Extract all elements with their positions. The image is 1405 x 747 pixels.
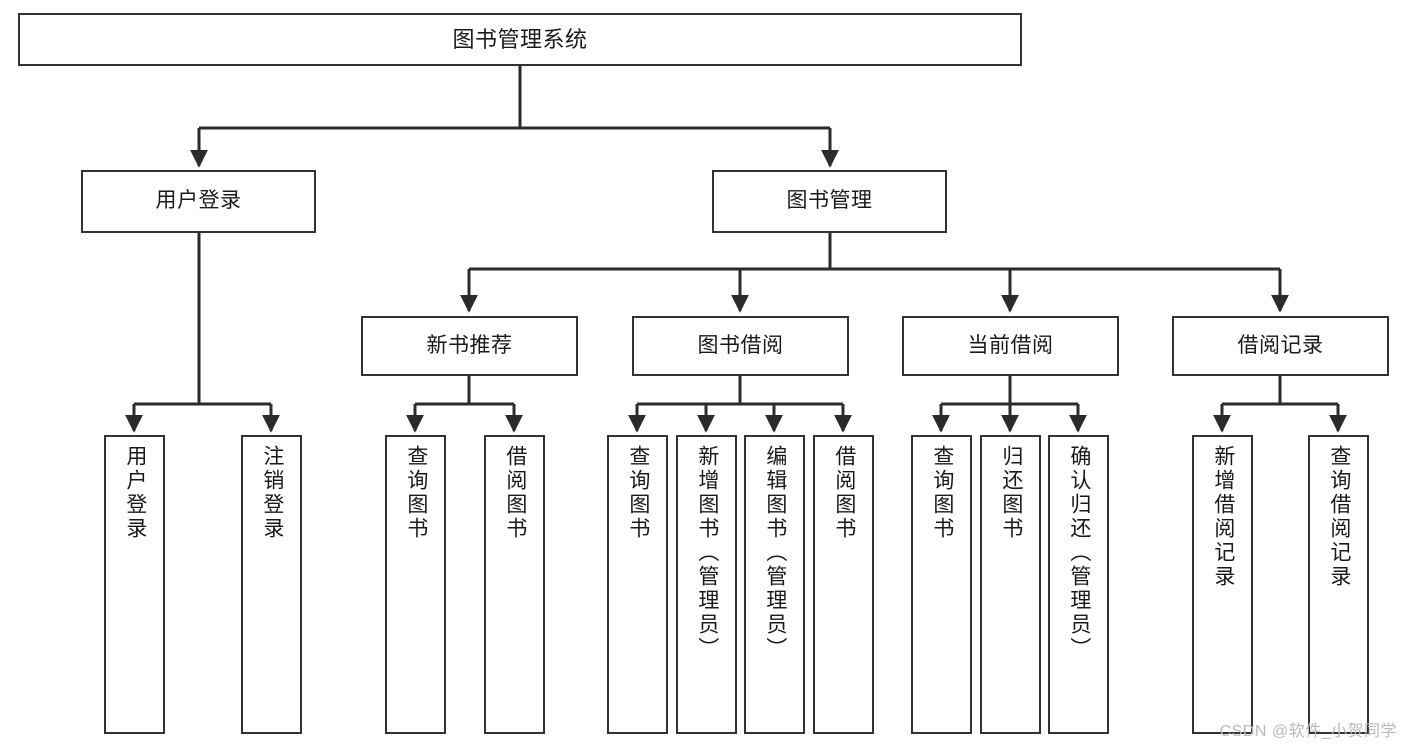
node-leaf-confirm-return[interactable]: 确认归还（管理员） (1048, 435, 1109, 734)
node-root-system[interactable]: 图书管理系统 (18, 13, 1022, 66)
node-leaf-query-book-2[interactable]: 查询图书 (607, 435, 668, 734)
node-label: 查询图书 (626, 445, 650, 541)
node-label: 图书借阅 (697, 333, 784, 357)
node-label: 借阅图书 (832, 445, 856, 541)
node-leaf-query-book-3[interactable]: 查询图书 (911, 435, 972, 734)
node-label: 用户登录 (123, 445, 147, 541)
node-leaf-query-book-1[interactable]: 查询图书 (385, 435, 446, 734)
node-label: 新增借阅记录 (1211, 445, 1235, 589)
node-label: 图书管理系统 (452, 26, 588, 52)
node-book-borrow[interactable]: 图书借阅 (632, 316, 849, 376)
node-leaf-edit-book[interactable]: 编辑图书（管理员） (744, 435, 805, 734)
node-label: 借阅图书 (503, 445, 527, 541)
node-book-manage[interactable]: 图书管理 (712, 170, 947, 233)
node-label: 新增图书（管理员） (695, 445, 719, 661)
node-label: 用户登录 (155, 189, 242, 213)
node-leaf-borrow-book-1[interactable]: 借阅图书 (484, 435, 545, 734)
watermark-text: CSDN @软件_小贺同学 (1219, 723, 1397, 740)
node-label: 查询借阅记录 (1327, 445, 1351, 589)
node-current-borrow[interactable]: 当前借阅 (902, 316, 1119, 376)
node-user-login[interactable]: 用户登录 (81, 170, 316, 233)
node-label: 借阅记录 (1237, 333, 1324, 357)
node-leaf-return-book[interactable]: 归还图书 (980, 435, 1041, 734)
node-label: 新书推荐 (426, 333, 513, 357)
node-label: 查询图书 (930, 445, 954, 541)
node-label: 查询图书 (404, 445, 428, 541)
node-new-book-recommend[interactable]: 新书推荐 (361, 316, 578, 376)
node-leaf-add-book[interactable]: 新增图书（管理员） (676, 435, 737, 734)
node-label: 注销登录 (260, 445, 284, 541)
node-label: 编辑图书（管理员） (763, 445, 787, 661)
node-borrow-record[interactable]: 借阅记录 (1172, 316, 1389, 376)
node-label: 当前借阅 (967, 333, 1054, 357)
node-leaf-borrow-book-2[interactable]: 借阅图书 (813, 435, 874, 734)
node-label: 归还图书 (999, 445, 1023, 541)
node-label: 图书管理 (786, 189, 873, 213)
node-leaf-query-record[interactable]: 查询借阅记录 (1308, 435, 1369, 734)
node-leaf-user-logout[interactable]: 注销登录 (241, 435, 302, 734)
node-label: 确认归还（管理员） (1067, 445, 1091, 661)
node-leaf-add-record[interactable]: 新增借阅记录 (1192, 435, 1253, 734)
node-leaf-user-login[interactable]: 用户登录 (104, 435, 165, 734)
